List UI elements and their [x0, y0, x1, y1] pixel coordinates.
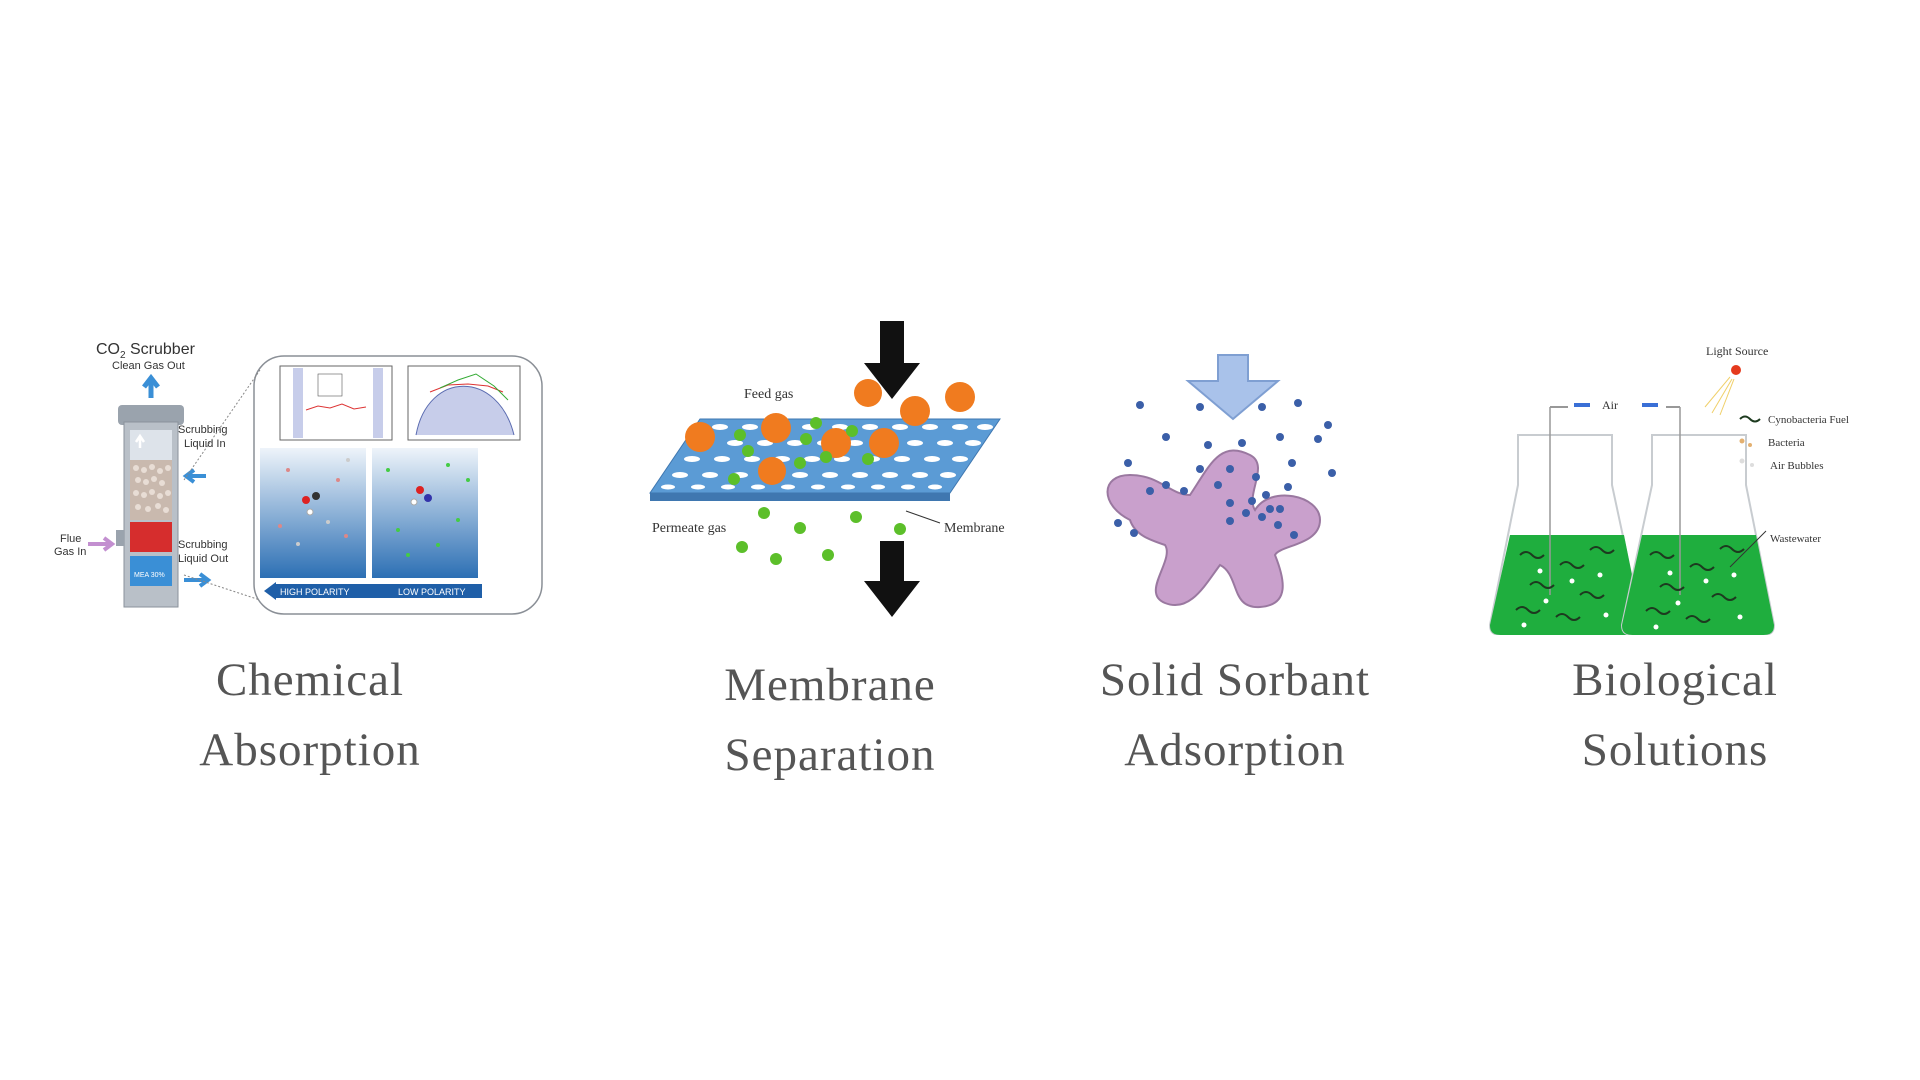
liquid-in-label-2: Liquid In	[184, 438, 226, 450]
solid-sorbant-panel	[1080, 345, 1380, 625]
bioreactor-diagram: Light Source Air Cynobacteria Fuel	[1488, 344, 1849, 636]
feed-down-arrow-icon	[864, 363, 920, 399]
flask-left-liquid	[1490, 535, 1642, 635]
flue-gas-label-1: Flue	[60, 533, 81, 545]
air-arrow-right	[1642, 403, 1658, 407]
permeate-molecules-on-plate	[728, 417, 874, 485]
plot-right-area	[415, 385, 515, 436]
plot-left-band-1	[293, 368, 303, 438]
liquid-out-arrow-icon	[184, 572, 212, 588]
caption-membrane-separation: Membrane Separation	[670, 650, 990, 790]
permeate-down-arrow-icon	[864, 581, 920, 617]
caption-chemical-absorption: Chemical Absorption	[150, 645, 470, 785]
bacteria-label: Bacteria	[1768, 437, 1805, 449]
high-polarity-label: HIGH POLARITY	[280, 587, 350, 597]
membrane-diagram: Feed gas Permeate gas Membrane	[649, 321, 1005, 617]
flask-right-liquid	[1622, 535, 1774, 635]
plot-left-band-2	[373, 368, 383, 438]
liquid-out-label-2: Liquid Out	[178, 553, 228, 565]
light-rays	[1704, 376, 1735, 416]
cyano-label: Cynobacteria Fuel	[1768, 414, 1849, 426]
wastewater-pointer-line	[1729, 530, 1767, 568]
column-cap	[118, 405, 184, 425]
clean-gas-arrow-icon	[142, 373, 160, 398]
membrane-pores	[661, 424, 993, 490]
membrane-edge	[650, 493, 950, 501]
plot-left-line	[305, 403, 367, 411]
caption-chemical-line1: Chemical	[215, 654, 405, 706]
permeate-arrow-shaft	[880, 541, 904, 583]
caption-membrane-line1: Membrane	[724, 659, 936, 711]
gas-flow-arrow-icon	[1185, 354, 1281, 421]
molecule-cluster-low	[386, 463, 470, 557]
flue-gas-label-2: Gas In	[54, 546, 86, 558]
plot-left-legend	[317, 373, 343, 397]
caption-chemical-line2: Absorption	[199, 724, 421, 776]
low-polarity-label: LOW POLARITY	[398, 587, 466, 597]
caption-biological-solutions: Biological Solutions	[1515, 645, 1835, 785]
caption-biological-line1: Biological	[1572, 654, 1778, 706]
scrubber-title: CO2 Scrubber	[96, 341, 196, 361]
mea-liquid	[130, 556, 172, 586]
feed-gas-label: Feed gas	[744, 387, 793, 402]
biological-solutions-panel: Light Source Air Cynobacteria Fuel	[1480, 335, 1890, 636]
membrane-separation-panel: Feed gas Permeate gas Membrane	[640, 315, 1020, 630]
reaction-zone	[130, 522, 172, 552]
air-bubbles-legend-icon	[1739, 458, 1745, 464]
molecule-cluster-high	[278, 458, 350, 546]
caption-solid-line2: Adsorption	[1124, 724, 1346, 776]
co2-scrubber-diagram: CO2 Scrubber Clean Gas Out MEA 30% Scrub…	[54, 341, 543, 615]
polarity-arrow-icon	[264, 582, 276, 600]
air-label: Air	[1602, 398, 1618, 412]
co2-molecules	[1114, 399, 1336, 539]
light-source-icon	[1731, 365, 1741, 375]
liquid-out-label-1: Scrubbing	[178, 539, 228, 551]
solid-sorbent-particle	[1106, 449, 1322, 609]
plot-right-green	[439, 373, 509, 401]
callout-line-bottom	[183, 574, 261, 601]
air-bubbles-label: Air Bubbles	[1770, 460, 1823, 472]
membrane-pointer-line	[905, 510, 941, 524]
cyano-legend-icon	[1739, 415, 1761, 423]
molecular-panel-low	[372, 448, 478, 578]
sorbent-diagram	[1106, 354, 1336, 609]
up-arrow-icon	[134, 433, 146, 448]
permeate-gas-label: Permeate gas	[652, 521, 726, 536]
caption-solid-line1: Solid Sorbant	[1099, 654, 1371, 706]
air-bubbles-in-flasks	[1521, 568, 1743, 630]
bacteria-legend-icon	[1739, 438, 1745, 444]
caption-solid-sorbant: Solid Sorbant Adsorption	[1075, 645, 1395, 785]
column-top-section	[130, 430, 172, 460]
light-source-label: Light Source	[1706, 344, 1768, 358]
packing-beads	[133, 464, 171, 513]
liquid-in-arrow-icon	[182, 468, 206, 484]
polarity-bar	[274, 584, 482, 598]
flue-inlet-pipe	[116, 530, 124, 546]
feed-gas-molecules	[685, 379, 975, 485]
wastewater-label: Wastewater	[1770, 533, 1821, 545]
permeate-molecules-below	[736, 507, 906, 565]
clean-gas-label: Clean Gas Out	[112, 360, 185, 372]
liquid-in-label-1: Scrubbing	[178, 424, 228, 436]
mea-label: MEA 30%	[134, 572, 165, 579]
air-arrow-left	[1574, 403, 1590, 407]
feed-arrow-shaft	[880, 321, 904, 365]
chemical-absorption-panel: CO2 Scrubber Clean Gas Out MEA 30% Scrub…	[48, 330, 548, 620]
caption-biological-line2: Solutions	[1581, 724, 1769, 776]
caption-membrane-line2: Separation	[724, 729, 936, 781]
membrane-label: Membrane	[944, 521, 1005, 536]
cyanobacteria-strands	[1515, 545, 1745, 623]
flue-gas-arrow-icon	[88, 536, 116, 552]
